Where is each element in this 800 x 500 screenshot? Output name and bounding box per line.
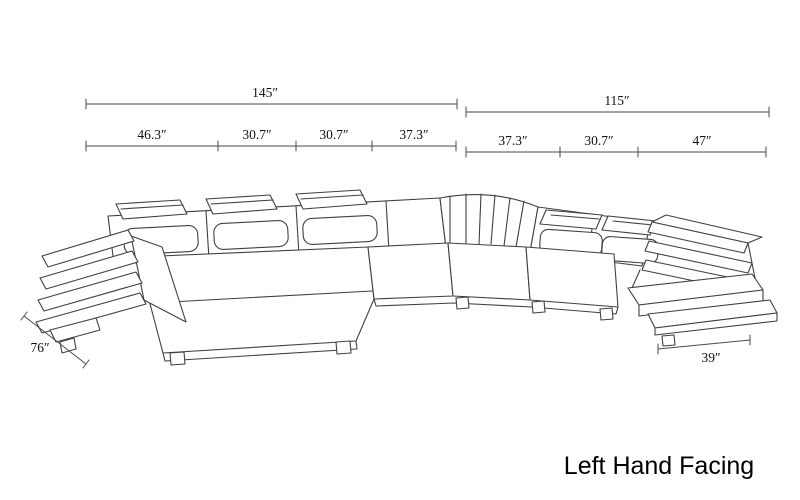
dim-line-right-shelf [657,339,751,350]
sofa-drawing [35,189,778,366]
dimension-labels: 145″ 115″ 46.3″ 30.7″ 30.7″ 37.3″ 37.3″ … [30,85,720,365]
dim-ticks-right-total [465,106,770,118]
dim-label-left-total: 145″ [252,85,278,100]
pillow-3 [302,214,378,246]
dim-label-left-seg-1: 46.3″ [137,127,166,142]
right-arm-edge-line [747,242,757,284]
headrest-4-inner-line [550,214,600,220]
shelf-lower-front [654,312,778,336]
pillow-2 [213,219,289,251]
headrest-5-inner-line [612,220,654,226]
dim-label-left-seg-3: 30.7″ [319,127,348,142]
dim-label-right-seg-3: 47″ [692,133,711,148]
dimension-lines [20,98,770,369]
dim-ticks-right-shelf [657,334,751,355]
left-arm-foot [59,337,77,354]
right-arm-plank-2 [644,240,753,274]
headrest-2 [205,194,278,215]
orientation-label: Left Hand Facing [564,452,754,480]
dim-label-left-depth: 76″ [30,340,49,355]
dim-line-left-depth [23,315,87,365]
left-arm-plank-2 [39,250,139,290]
dim-label-left-seg-4: 37.3″ [399,127,428,142]
left-arm-base [49,317,101,343]
sofa-feet [169,296,676,366]
chaise-front-band [162,340,358,362]
left-arm-plank-4 [35,292,147,334]
headrest-4 [539,209,603,230]
dim-label-right-seg-2: 30.7″ [584,133,613,148]
dim-label-right-total: 115″ [604,93,629,108]
headrest-3-inner-line [300,194,364,200]
back-left-seam-lines [205,200,390,260]
right-arm-support-line [631,269,641,289]
chaise-seat [148,246,375,354]
middle-seat-cushion [367,242,454,300]
seat-front-band [373,298,619,315]
dim-label-right-seg-1: 37.3″ [498,133,527,148]
dim-ticks-left-segments [85,140,457,152]
dim-label-right-shelf: 39″ [701,350,720,365]
dim-label-left-seg-2: 30.7″ [242,127,271,142]
headrest-3 [295,189,368,210]
headrest-1 [115,199,188,220]
headrest-1-inner-line [120,204,184,210]
dim-ticks-left-total [85,98,458,110]
dim-ticks-right-segments [465,146,767,158]
corner-pleat-lines [449,193,525,248]
left-arm-plank-3 [37,271,143,312]
left-arm-plank-1 [41,229,135,268]
corner-seat-cushion [447,242,531,301]
right-seat-cushion [525,246,619,308]
dim-ticks-left-depth [20,311,90,369]
right-arm-plank-1 [647,221,749,254]
headrest-2-inner-line [210,199,274,205]
